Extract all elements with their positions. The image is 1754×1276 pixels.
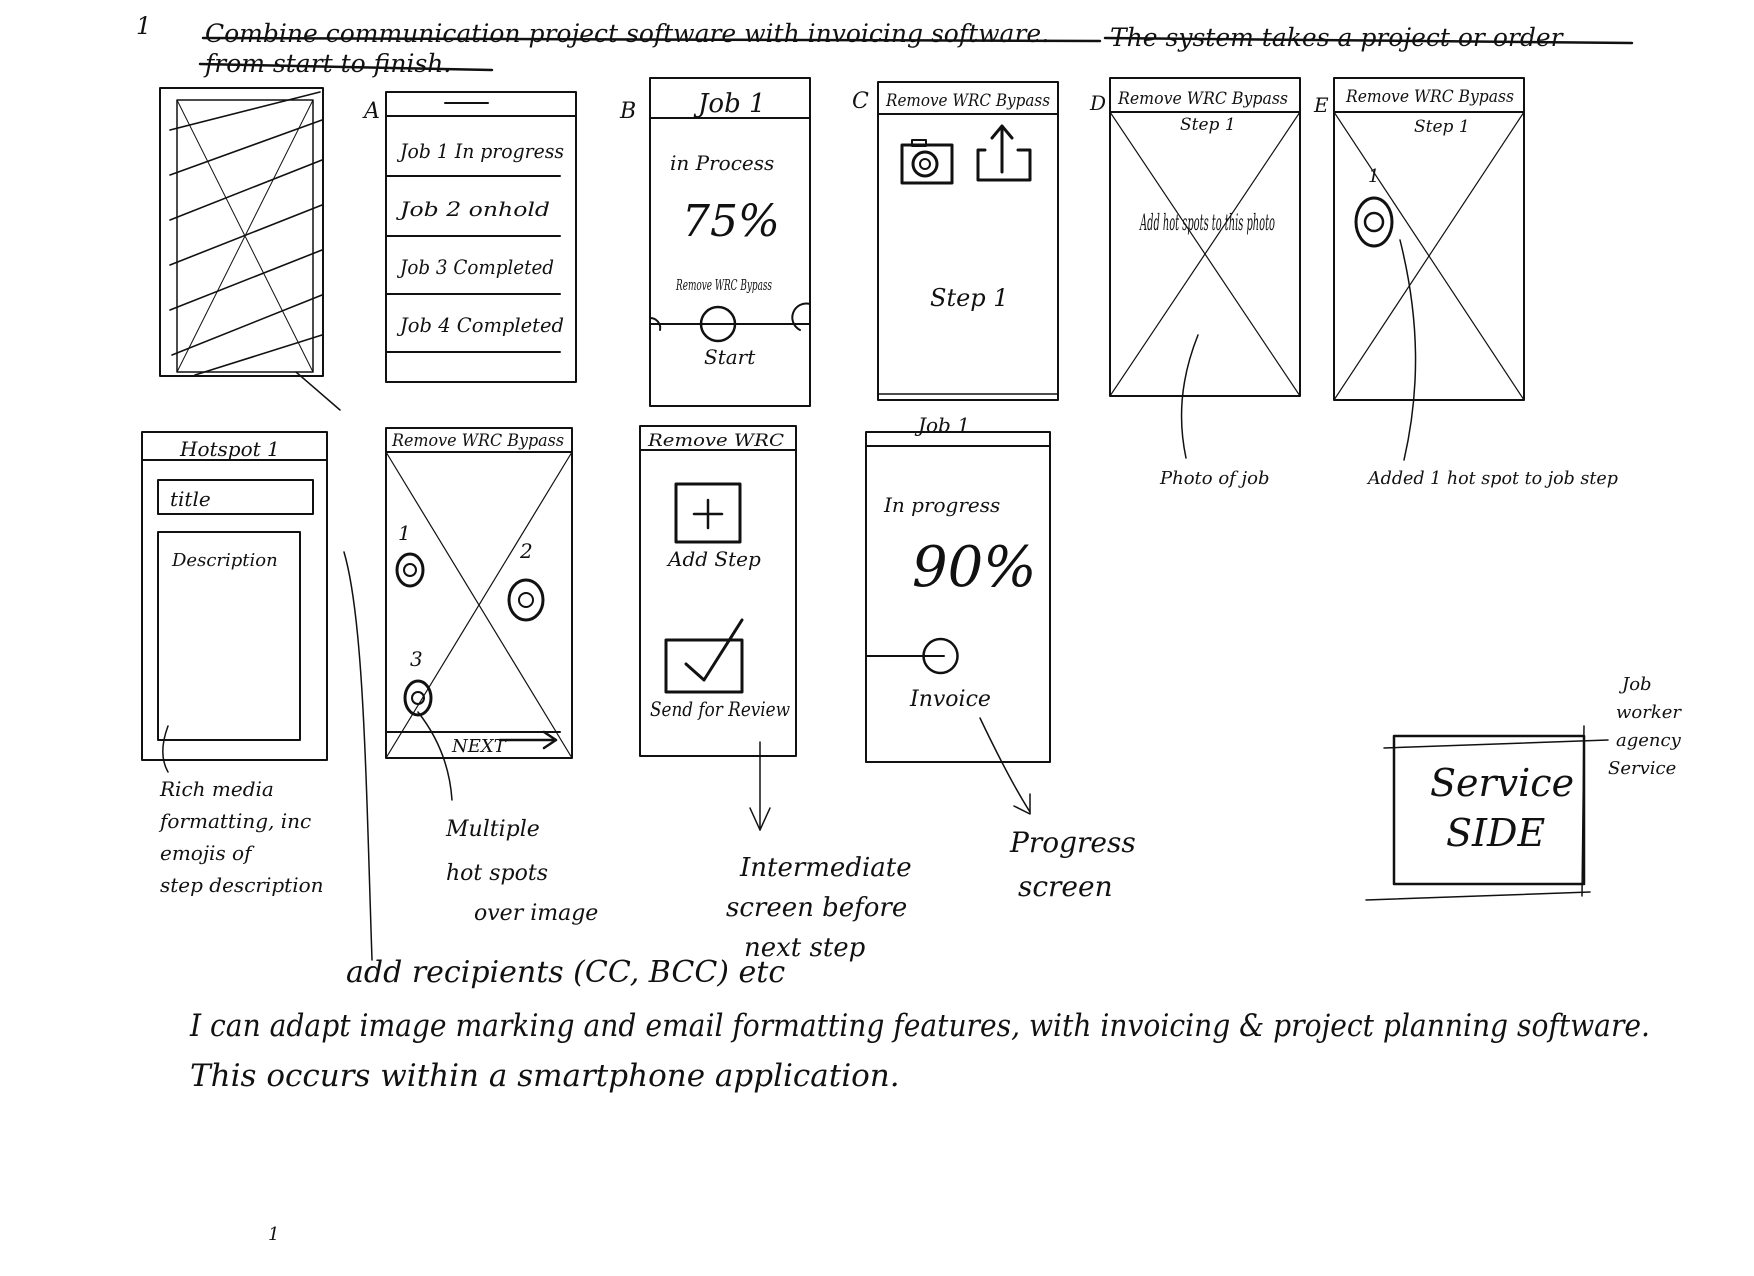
header-text: The system takes a project or order [1110, 23, 1565, 52]
camera-icon[interactable] [900, 139, 954, 185]
footer-line1: I can adapt image marking and email form… [189, 1008, 1650, 1044]
screen-b-letter: B [619, 99, 636, 124]
screen-c-step-capture: C Remove WRC Bypass Step 1 [852, 81, 1059, 401]
note-rich-media: Rich media formatting, inc emojis of ste… [158, 777, 324, 897]
screen-d-add-hotspots: D Remove WRC Bypass Step 1 Add hot spots… [1089, 77, 1301, 397]
note-added-hotspot: Added 1 hot spot to job step [1366, 468, 1618, 489]
screen-c-step: Step 1 [930, 284, 1009, 312]
hotspot-marker[interactable] [395, 552, 425, 588]
screen-c-letter: C [852, 89, 869, 114]
header: Combine communication project software w… [198, 19, 1634, 78]
job-list-item-label: Job 2 onhold [395, 197, 550, 221]
send-review-box [664, 638, 744, 694]
screen-e-title: Remove WRC Bypass [1345, 87, 1514, 107]
screen-a-job-list: A Job 1 In progress Job 2 onhold Job 3 C… [362, 91, 577, 383]
footer-line2: This occurs within a smartphone applicat… [190, 1058, 900, 1094]
screen-d-letter: D [1089, 91, 1106, 115]
invoice-button[interactable]: Invoice [909, 687, 991, 712]
add-step-label: Add Step [666, 547, 761, 571]
screen-b-job-progress: B Job 1 in Process 75% Remove WRC Bypass… [619, 77, 811, 407]
job-list-item-label: Job 1 In progress [396, 139, 564, 163]
screen-i-invoice-progress: Job 1 In progress 90% Invoice [865, 413, 1051, 763]
header-struck-text: Combine communication project software w… [205, 19, 1049, 48]
note-multiple-hotspots: Multiple hot spots over image [445, 817, 598, 926]
description-field-label: Description [171, 550, 278, 571]
cover-screen [159, 87, 341, 411]
service-note: Job worker agency Service [1608, 674, 1687, 779]
next-button-label: NEXT [451, 736, 508, 757]
screen-i-percent: 90% [912, 535, 1036, 600]
screen-b-percent: 75% [682, 196, 780, 247]
screen-d-title: Remove WRC Bypass [1117, 89, 1288, 109]
screen-f-hotspot-details: Hotspot 1 title Description [141, 431, 328, 773]
screen-f-title: Hotspot 1 [179, 437, 280, 461]
screen-d-subtitle: Step 1 [1180, 115, 1236, 135]
screen-e-letter: E [1313, 93, 1329, 117]
screen-g-title: Remove WRC Bypass [391, 431, 564, 451]
job-list-item[interactable]: Job 1 In progress [396, 139, 564, 163]
screen-e-hotspot-added: E Remove WRC Bypass Step 1 1 [1313, 77, 1525, 401]
note-add-recipients: add recipients (CC, BCC) etc [346, 955, 785, 990]
hotspot-number: 2 [519, 539, 533, 563]
note-progress-screen: Progress screen [1009, 826, 1145, 903]
screen-h-intermediate: Remove WRC Add Step Send for Review [639, 425, 797, 757]
service-side-box: Service SIDE [1365, 725, 1609, 901]
service-label-line1: Service [1430, 761, 1574, 805]
service-label-line2: SIDE [1446, 811, 1546, 855]
corner-mark-top: 1 [136, 12, 151, 40]
screen-b-status: in Process [670, 151, 774, 175]
next-button[interactable]: NEXT [451, 730, 558, 757]
progress-slider-knob[interactable] [699, 305, 737, 343]
screen-b-step-label: Remove WRC Bypass [675, 276, 772, 294]
hotspot-marker[interactable] [507, 578, 545, 622]
screen-c-title: Remove WRC Bypass [885, 91, 1050, 111]
title-field-label: title [170, 487, 211, 511]
hotspot-number: 1 [398, 521, 411, 545]
start-button[interactable]: Start [704, 345, 756, 369]
hotspot-number: 3 [410, 647, 423, 671]
job-list-item[interactable]: Job 4 Completed [396, 313, 564, 337]
corner-mark-bottom: 1 [268, 1224, 279, 1245]
screen-g-multiple-hotspots: Remove WRC Bypass 1 2 3 NEXT [385, 427, 573, 759]
description-field[interactable] [157, 531, 301, 741]
progress-slider[interactable] [699, 305, 737, 343]
hotspot-marker[interactable] [403, 679, 433, 717]
title-field[interactable] [157, 479, 314, 515]
send-review-label: Send for Review [650, 697, 790, 721]
screen-i-title: Job 1 [914, 413, 970, 437]
add-step-button[interactable]: Add Step [666, 482, 761, 571]
screen-e-subtitle: Step 1 [1414, 117, 1470, 137]
upload-icon[interactable] [976, 124, 1032, 182]
photo-placeholder[interactable] [1109, 111, 1301, 397]
screen-i-status: In progress [883, 493, 1000, 517]
screen-b-title: Job 1 [693, 89, 766, 119]
screen-e-hotspot-number: 1 [1368, 166, 1379, 187]
note-intermediate: Intermediate screen before next step [726, 853, 920, 963]
screen-h-title: Remove WRC [647, 431, 784, 451]
hotspot-marker[interactable] [1354, 196, 1394, 248]
job-list-item-label: Job 4 Completed [396, 313, 564, 337]
header-struck-text-2: from start to finish. [203, 49, 451, 78]
invoice-slider[interactable] [922, 637, 959, 675]
job-list-item[interactable]: Job 2 onhold [395, 197, 550, 221]
job-list-item-label: Job 3 Completed [396, 255, 554, 279]
send-for-review-button[interactable]: Send for Review [650, 618, 790, 721]
screen-d-body: Add hot spots to this photo [1139, 211, 1275, 236]
screen-a-letter: A [362, 99, 380, 124]
note-photo-of-job: Photo of job [1159, 468, 1270, 489]
job-list-item[interactable]: Job 3 Completed [396, 255, 554, 279]
add-step-box [674, 482, 742, 544]
invoice-slider-knob[interactable] [922, 637, 959, 675]
